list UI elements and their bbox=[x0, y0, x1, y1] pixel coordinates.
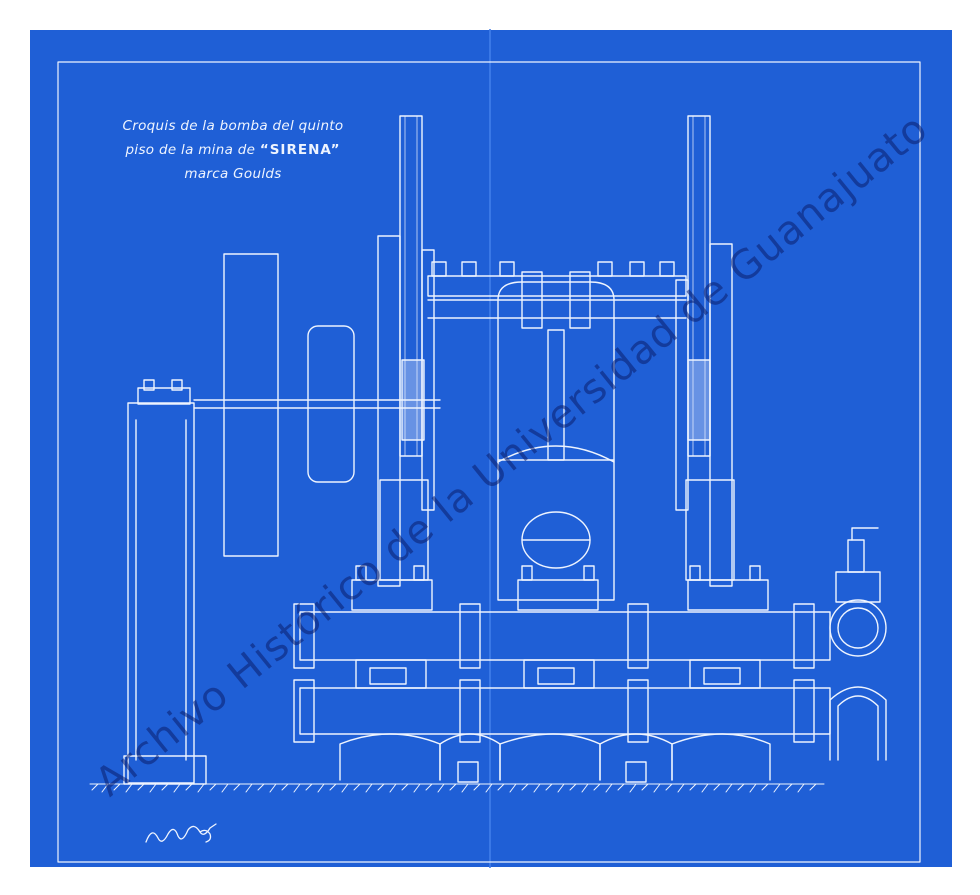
ground-hatching bbox=[89, 783, 825, 793]
drawing-border bbox=[57, 61, 921, 863]
small-pulley bbox=[307, 325, 355, 483]
drawing-title: Croquis de la bomba del quinto piso de l… bbox=[88, 114, 378, 186]
title-line-3: marca Goulds bbox=[184, 166, 282, 182]
upper-valve-chests bbox=[351, 565, 769, 611]
right-gear-assembly bbox=[675, 115, 733, 587]
title-line-2: piso de la mina de “SIRENA” bbox=[88, 138, 378, 162]
signature bbox=[145, 823, 217, 843]
discharge-pipe bbox=[829, 527, 887, 761]
middle-valves bbox=[355, 659, 761, 689]
upper-manifold bbox=[293, 603, 831, 669]
title-line-2-prefix: piso de la mina de bbox=[125, 142, 260, 158]
top-crosshead bbox=[427, 261, 687, 319]
central-cylinder bbox=[497, 271, 615, 601]
base-arches bbox=[339, 733, 771, 783]
large-pulley bbox=[223, 253, 279, 557]
lower-manifold bbox=[293, 679, 831, 743]
title-line-1: Croquis de la bomba del quinto bbox=[122, 118, 344, 134]
mine-name: “SIRENA” bbox=[259, 142, 341, 158]
